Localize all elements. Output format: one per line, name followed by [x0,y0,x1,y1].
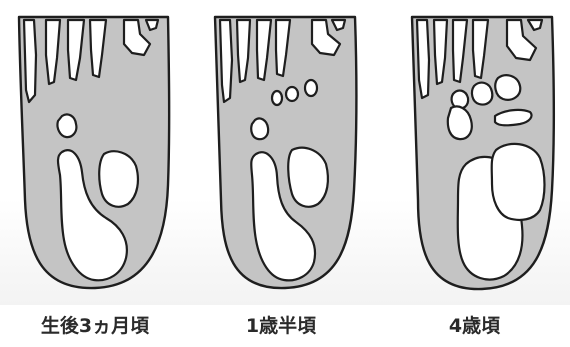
cuneiform-bone [305,80,317,96]
talus-bone [492,144,545,220]
foot-xray-diagrams: .outline { fill: #c4c4c4; stroke: #1e1e1… [0,0,570,305]
cuneiform-bone [272,91,282,105]
caption-1-5-years: 1歳半頃 [206,314,356,338]
cuboid-bone [251,118,268,139]
talus-bone [288,148,328,207]
foot-diagram-3-months [19,17,169,288]
foot-diagram-1-5-years [215,17,356,288]
foot-diagram-4-years [412,17,554,289]
metatarsal-bone [220,20,232,102]
metatarsal-bone [24,20,36,102]
cuneiform-bone [472,83,492,105]
navicular-bone [495,110,532,125]
talus-bone [99,151,138,206]
cuboid-bone [57,114,76,137]
caption-3-months: 生後3ヵ月頃 [10,314,180,338]
cuneiform-bone [495,75,520,100]
cuneiform-bone [286,87,298,101]
caption-4-years: 4歳頃 [397,314,552,338]
cuboid-bone [448,107,472,140]
